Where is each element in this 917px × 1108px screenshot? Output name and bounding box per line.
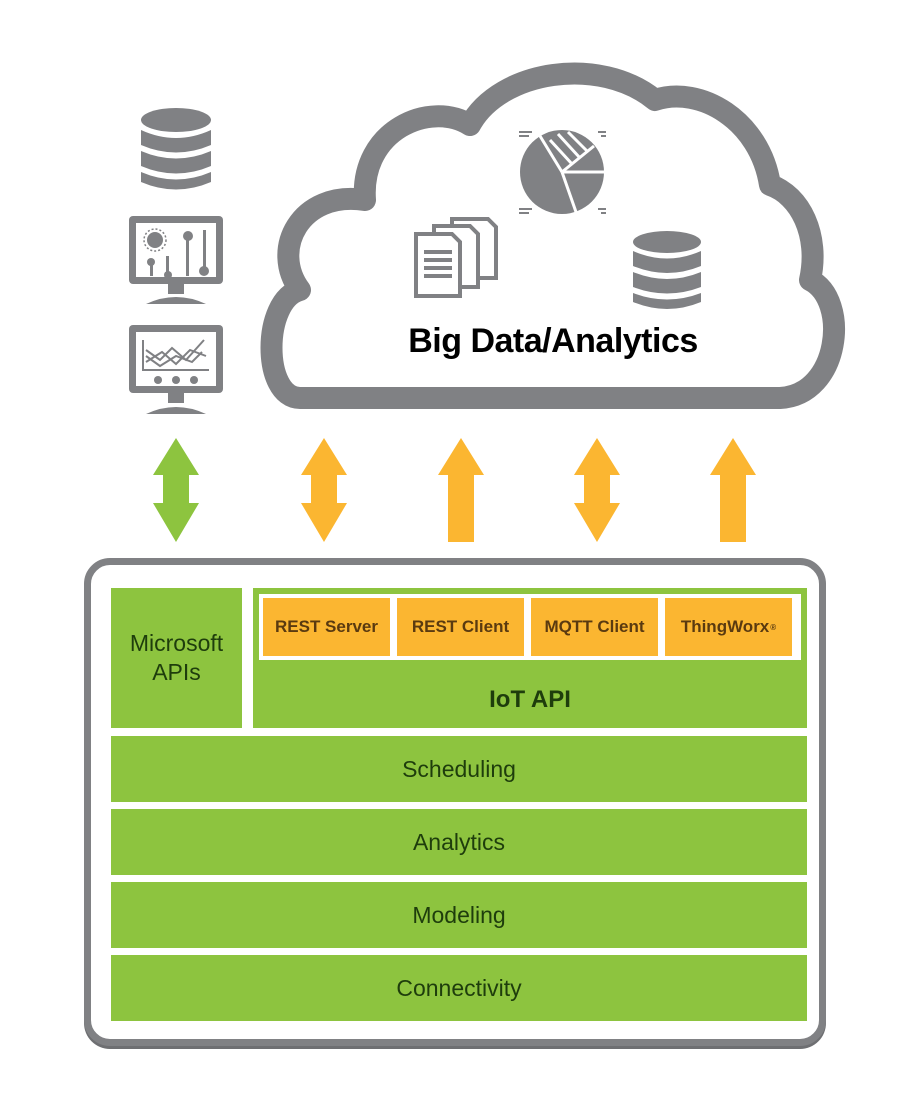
- documents-icon: [414, 217, 498, 298]
- rest-server-arrow: [301, 438, 347, 542]
- layer-label: Analytics: [412, 828, 506, 855]
- layer-label: Modeling: [412, 901, 506, 928]
- mqtt-client-label: MQTT Client: [544, 617, 645, 636]
- registered-mark: ®: [770, 622, 777, 632]
- thingworx-arrow: [710, 438, 756, 542]
- thingworx-label: ThingWorx: [680, 617, 770, 636]
- layer-scheduling: Scheduling: [111, 736, 807, 802]
- microsoft-apis-arrow: [153, 438, 199, 542]
- iot-api-block: REST Server REST Client MQTT Client Thin…: [253, 588, 807, 728]
- layer-label: Scheduling: [402, 755, 516, 782]
- microsoft-apis-block: Microsoft APIs: [111, 588, 242, 728]
- microsoft-apis-line2: APIs: [152, 659, 201, 685]
- iot-api-label: IoT API: [489, 686, 571, 713]
- cloud-title: Big Data/Analytics: [408, 322, 698, 360]
- protocols-row: REST Server REST Client MQTT Client Thin…: [259, 594, 801, 660]
- cloud-outline: [260, 62, 845, 409]
- layer-connectivity: Connectivity: [111, 955, 807, 1021]
- layer-modeling: Modeling: [111, 882, 807, 948]
- thingworx-box: ThingWorx®: [665, 598, 792, 656]
- database-icon: [141, 108, 211, 190]
- arrows-row: [153, 438, 756, 542]
- rest-client-label: REST Client: [411, 617, 510, 636]
- mqtt-client-box: MQTT Client: [531, 598, 658, 656]
- mqtt-client-arrow: [574, 438, 620, 542]
- rest-server-label: REST Server: [275, 617, 378, 636]
- microsoft-apis-line1: Microsoft: [129, 630, 224, 657]
- line-chart-monitor-icon: [129, 325, 223, 414]
- layer-analytics: Analytics: [111, 809, 807, 875]
- rest-client-arrow: [438, 438, 484, 542]
- control-panel-monitor-icon: [129, 216, 223, 304]
- pie-chart-icon: [519, 130, 606, 214]
- database-icon: [633, 231, 701, 309]
- rest-server-box: REST Server: [263, 598, 390, 656]
- rest-client-box: REST Client: [397, 598, 524, 656]
- layer-label: Connectivity: [396, 974, 522, 1001]
